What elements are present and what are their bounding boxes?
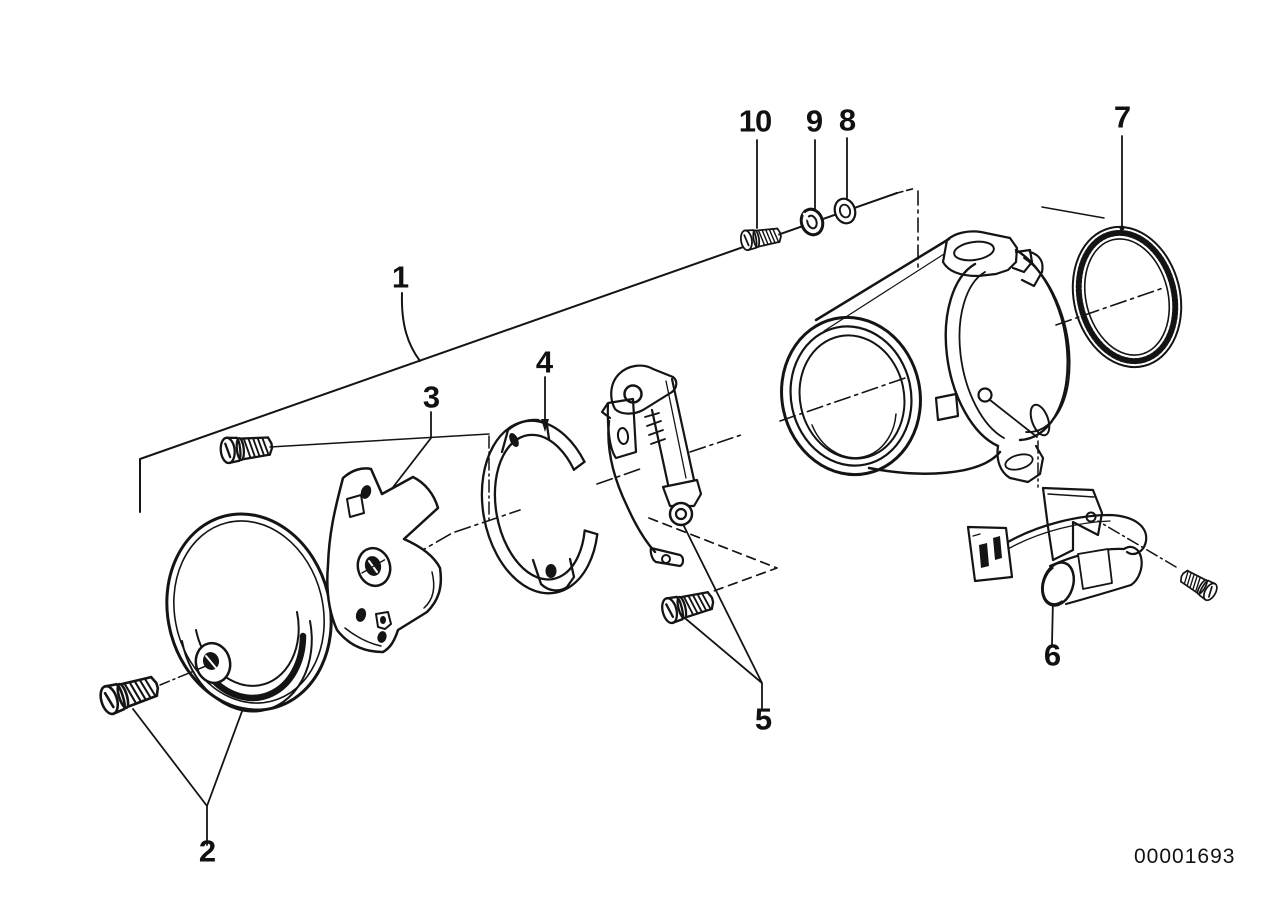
leader-1 [400,292,421,362]
condenser-mount-hole [977,387,993,403]
callout-10[interactable]: 10 [738,103,772,139]
drawing-number: 00001693 [1134,845,1236,868]
o-ring-seal [1071,225,1183,369]
callout-1[interactable]: 1 [391,259,409,295]
ring-top-tab [500,418,551,454]
housing-top-clamp-tab [941,230,1019,278]
rotor-screw [217,431,275,466]
distributor-housing [780,230,1071,488]
plain-washer [833,197,857,225]
housing-bottom-tab [996,444,1045,484]
condenser-assembly [966,486,1177,607]
cap-reference-line [139,187,919,513]
pivot-eyelet [668,501,694,527]
condenser-bracket [1041,486,1104,562]
callout-5[interactable]: 5 [754,701,772,737]
callout-9[interactable]: 9 [805,103,823,139]
callout-4[interactable]: 4 [535,344,553,380]
mounting-screw [738,223,784,253]
callout-2[interactable]: 2 [198,833,216,869]
callout-6[interactable]: 6 [1043,637,1061,673]
breaker-spring-arm [607,419,657,554]
contact-breaker-points [600,364,703,568]
cap-screw [95,669,163,719]
rotor-plate [326,467,443,654]
condenser-body [1040,561,1076,607]
callout-3[interactable]: 3 [422,379,440,415]
callout-7[interactable]: 7 [1113,99,1131,135]
housing-window [934,392,960,422]
wire-terminal-lug [649,546,685,568]
distributor-cap [159,512,333,713]
connector-plug [966,525,1014,583]
lock-washer [799,207,825,237]
condenser-screw [1176,565,1221,604]
assembly-axis-line [335,287,1164,601]
dust-cover-ring [480,418,599,595]
callout-8[interactable]: 8 [838,102,856,138]
ring-bottom-tab [531,557,576,592]
